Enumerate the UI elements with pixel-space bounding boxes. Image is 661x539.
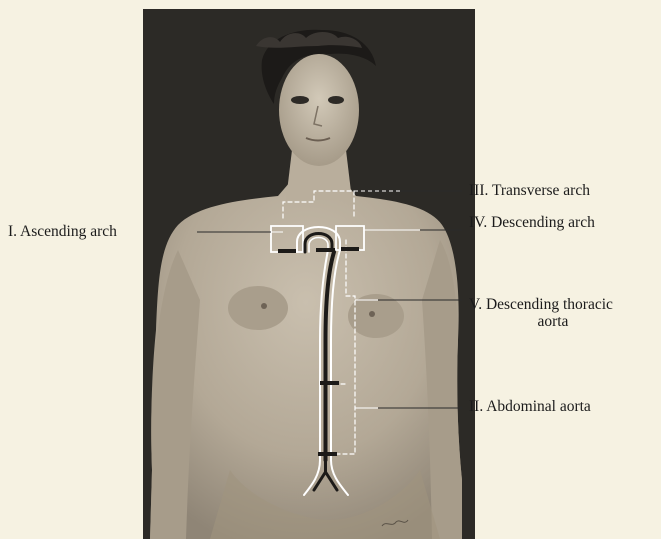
right-eye <box>328 96 344 104</box>
segment-marker-middle <box>320 381 339 385</box>
label-descending-thoracic-line1: V. Descending thoracic <box>469 296 613 313</box>
left-nipple <box>261 303 267 309</box>
label-descending-thoracic: V. Descending thoracic aorta <box>469 296 613 330</box>
label-descending-thoracic-line2: aorta <box>469 313 613 330</box>
face <box>279 54 359 166</box>
right-nipple <box>369 311 375 317</box>
label-transverse-arch: III. Transverse arch <box>469 182 590 199</box>
label-abdominal-aorta: II. Abdominal aorta <box>469 398 591 415</box>
left-breast <box>228 286 288 330</box>
left-eye <box>291 96 309 104</box>
arch-box-marker-left <box>278 249 296 253</box>
right-breast <box>348 294 404 338</box>
arch-box-marker-right <box>341 247 359 251</box>
segment-marker-lower <box>318 452 337 456</box>
label-descending-arch: IV. Descending arch <box>469 214 595 231</box>
label-ascending-arch: I. Ascending arch <box>8 223 117 240</box>
segment-marker-upper <box>316 248 335 252</box>
